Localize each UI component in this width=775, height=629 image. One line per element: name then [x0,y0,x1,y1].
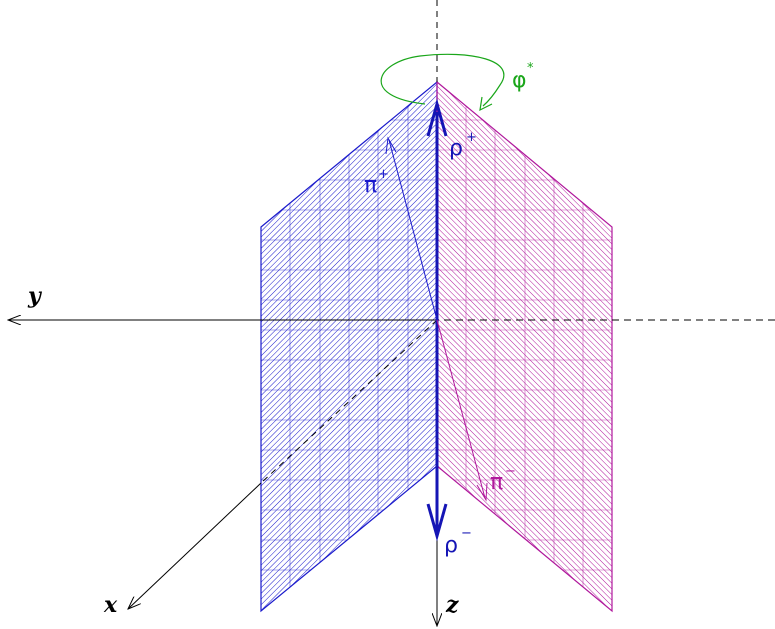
rho-minus-label: ρ − [444,526,472,558]
left-decay-plane [260,80,438,613]
rho-minus-arrowhead [426,503,448,542]
left-plane-grid [261,82,437,611]
pi-minus-arrow [436,319,486,499]
pi-plus-arrowhead [385,136,397,155]
pi-plus-sign: + [378,167,389,182]
pi-minus-sign: − [505,464,516,479]
x-axis-label: x [103,592,118,618]
rho-arrows [426,98,448,542]
phi-star-label: φ * [512,61,534,93]
phi-arc-arrowhead [479,96,493,112]
rho-plus-symbol: ρ [449,136,463,161]
x-axis-solid [128,482,262,609]
pi-plus-symbol: π [364,173,377,198]
phi-rotation-arc [380,53,505,112]
z-axis-label: z [445,592,459,618]
phi-symbol: φ [512,68,527,93]
rho-minus-symbol: ρ [444,533,458,558]
x-axis-dashed [260,319,438,484]
rho-minus-sign: − [461,526,472,541]
pi-minus-label: π − [490,464,516,495]
phi-star-mark: * [527,61,534,76]
pi-plus-arrow [388,139,438,321]
rho-plus-label: ρ + [449,130,477,161]
rho-plus-arrowhead [426,98,448,137]
pi-minus-arrowhead [476,482,488,502]
pi-minus-symbol: π [490,470,503,495]
phi-arc-path [380,53,505,107]
y-axis-label: y [27,283,43,309]
pion-arrows [385,136,488,502]
pi-plus-label: π + [364,167,389,198]
rho-plus-sign: + [466,130,477,145]
